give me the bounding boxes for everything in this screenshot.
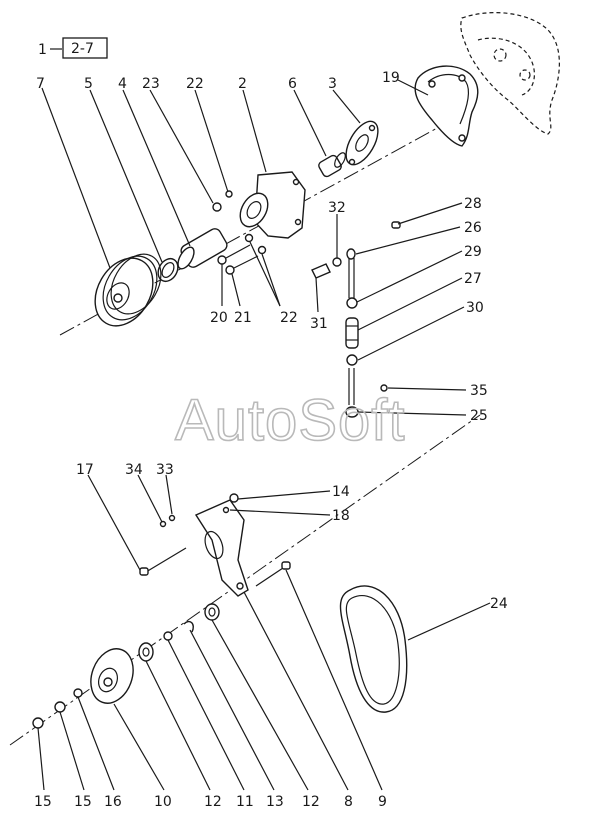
callout-14: 14 [332, 484, 350, 500]
upper-fasteners [212, 190, 401, 279]
callout-18: 18 [332, 508, 350, 524]
reference-prefix: 1 [38, 42, 47, 58]
ring-part-5 [157, 257, 179, 283]
bracket-part-8 [194, 499, 249, 597]
callout-19: 19 [382, 70, 400, 86]
impeller-part-3 [345, 120, 379, 166]
callout-35: 35 [470, 383, 488, 399]
bearing-part-4 [177, 228, 228, 270]
callout-17: 17 [76, 462, 94, 478]
callout-16: 16 [104, 794, 122, 810]
callout-33: 33 [156, 462, 174, 478]
callout-labels: 7 5 4 23 22 2 6 3 19 28 32 26 29 27 30 2… [34, 70, 508, 810]
reference-tag: 1 2-7 [38, 37, 108, 59]
callout-25: 25 [470, 408, 488, 424]
reference-code: 2-7 [71, 41, 94, 57]
callout-4: 4 [118, 76, 127, 92]
callout-21: 21 [234, 310, 252, 326]
adjusting-rod-assembly [345, 248, 388, 418]
callout-10: 10 [154, 794, 172, 810]
callout-22: 22 [186, 76, 204, 92]
callout-28: 28 [464, 196, 482, 212]
callout-11: 11 [236, 794, 254, 810]
callout-20: 20 [210, 310, 228, 326]
callout-12b: 12 [302, 794, 320, 810]
callout-22b: 22 [280, 310, 298, 326]
callout-6: 6 [288, 76, 297, 92]
callout-23: 23 [142, 76, 160, 92]
callout-29: 29 [464, 244, 482, 260]
callout-24: 24 [490, 596, 508, 612]
bracket-fasteners [139, 493, 291, 587]
leader-lines [37, 79, 491, 791]
callout-32: 32 [328, 200, 346, 216]
callout-31: 31 [310, 316, 328, 332]
gasket-part-19 [414, 65, 479, 147]
callout-9: 9 [378, 794, 387, 810]
pulley-part-7 [94, 253, 162, 327]
callout-7: 7 [36, 76, 45, 92]
engine-block [460, 12, 560, 135]
callout-30: 30 [466, 300, 484, 316]
watermark: AutoSoft [175, 388, 405, 453]
callout-34: 34 [125, 462, 143, 478]
callout-3: 3 [328, 76, 337, 92]
seal-part-6 [318, 152, 346, 178]
callout-8: 8 [344, 794, 353, 810]
callout-15b: 15 [74, 794, 92, 810]
callout-2: 2 [238, 76, 247, 92]
axes [9, 109, 481, 746]
lower-shaft-parts [32, 603, 220, 729]
callout-15: 15 [34, 794, 52, 810]
belt-part-24 [339, 585, 408, 713]
callout-26: 26 [464, 220, 482, 236]
callout-27: 27 [464, 271, 482, 287]
housing-part-2 [239, 171, 306, 239]
callout-5: 5 [84, 76, 93, 92]
callout-13: 13 [266, 794, 284, 810]
callout-12: 12 [204, 794, 222, 810]
